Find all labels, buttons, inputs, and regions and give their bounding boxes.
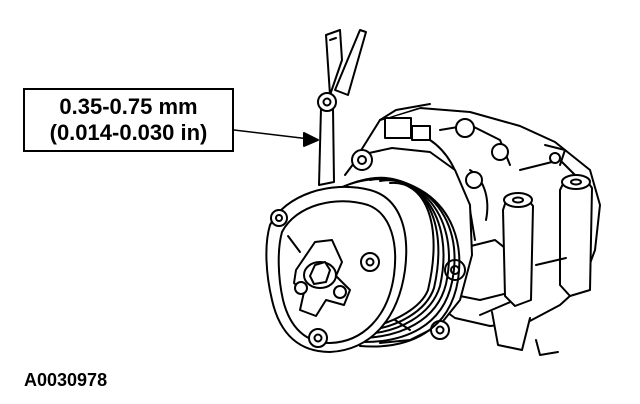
clearance-metric-label: 0.35-0.75 mm: [59, 94, 198, 119]
pulley: [339, 176, 461, 348]
clutch-plate: [265, 186, 411, 353]
feeler-gauge: [317, 29, 367, 186]
clearance-callout: 0.35-0.75 mm (0.014-0.030 in): [23, 88, 234, 152]
figure-id: A0030978: [24, 370, 108, 390]
leader-arrow: [233, 129, 319, 147]
clearance-imperial-label: (0.014-0.030 in): [49, 120, 208, 145]
